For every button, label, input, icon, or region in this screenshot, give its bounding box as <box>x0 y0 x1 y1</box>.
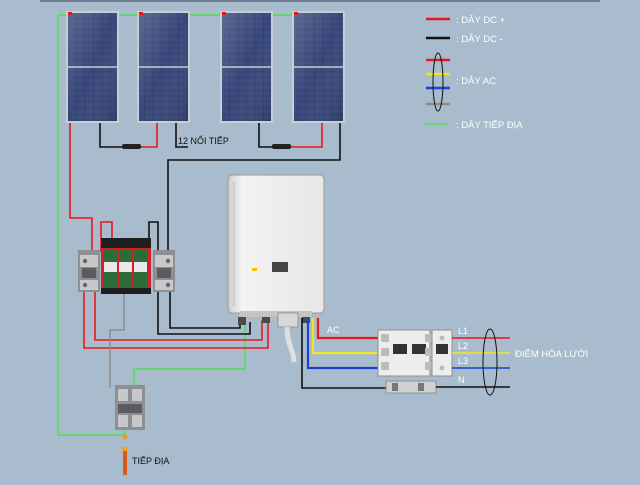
ground-label: TIẾP ĐỊA <box>132 456 169 466</box>
ac-label: AC <box>327 325 340 335</box>
ac-wires-grid <box>436 337 510 388</box>
panel-terminal-marks <box>68 12 298 15</box>
dc-breaker-icon <box>78 250 100 292</box>
ac-breaker-icon <box>431 329 453 377</box>
surge-protector-icon <box>101 238 151 294</box>
solar-panel-icon <box>137 11 190 123</box>
l2-label: L2 <box>458 341 468 351</box>
legend-ground: : DÂY TIẾP ĐỊA <box>456 120 523 131</box>
series-label: 12 NỐI TIẾP <box>178 135 229 146</box>
dc-minus-string-wire <box>167 123 341 260</box>
n-label: N <box>458 375 465 385</box>
ground-node <box>122 434 128 440</box>
grid-bundle-ellipse <box>482 328 498 396</box>
l1-label: L1 <box>458 326 468 336</box>
ground-breaker-icon <box>115 385 145 430</box>
grid-point-label: ĐIỂM HÒA LƯỚI <box>515 348 588 360</box>
solar-panel-icon <box>66 11 119 123</box>
legend: : DÂY DC + : DÂY DC - : DÂY AC : DÂY TIẾ… <box>426 15 523 131</box>
inverter-comm-cable <box>284 326 297 363</box>
legend-ground-label: : DÂY TIẾP ĐỊA <box>456 120 523 131</box>
solar-panel-icon <box>292 11 345 123</box>
dc-breaker-icon <box>153 250 175 292</box>
spd-ground-lead <box>109 292 125 388</box>
mc4-connectors <box>122 144 291 149</box>
ground-rod-icon <box>122 447 128 475</box>
inverter-icon <box>227 174 325 328</box>
legend-dc-minus: : DÂY DC - <box>426 34 503 45</box>
legend-ac-label: : DÂY AC <box>456 76 496 87</box>
solar-panel-icon <box>220 11 273 123</box>
ac-wires-inverter <box>301 318 386 389</box>
dc-breaker-spd-links <box>100 221 159 252</box>
neutral-terminal <box>385 380 437 394</box>
legend-dc-plus: : DÂY DC + <box>426 15 506 26</box>
dc-plus-string-wire <box>69 123 93 252</box>
legend-ac: : DÂY AC <box>426 52 496 112</box>
legend-dc-plus-label: : DÂY DC + <box>456 15 506 26</box>
legend-dc-minus-label: : DÂY DC - <box>456 34 503 45</box>
panel-series-wires <box>99 123 323 148</box>
ac-breaker-icon <box>377 329 433 377</box>
l3-label: L3 <box>458 356 468 366</box>
